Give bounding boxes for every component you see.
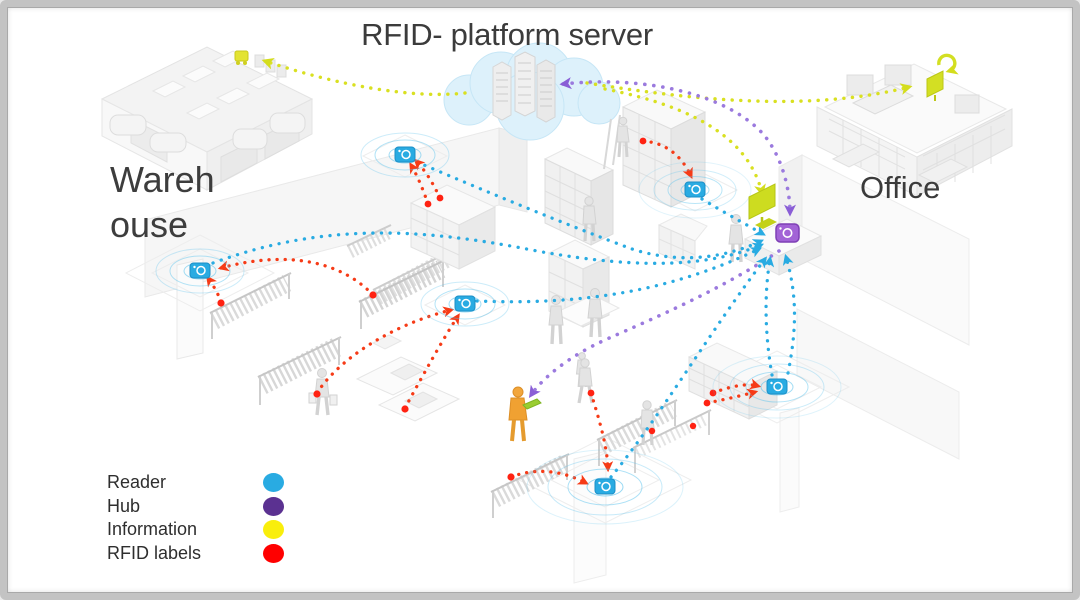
- forklift-icon: [234, 50, 249, 65]
- person-checkout-1: [548, 295, 564, 345]
- legend-item-hub: Hub: [107, 495, 307, 519]
- floor-grid: [124, 134, 851, 524]
- legend-label: Reader: [107, 472, 167, 493]
- flow-label-to-reader2b: [403, 313, 460, 410]
- flow-label-to-reader5b: [589, 391, 614, 473]
- flow-reader2-to-hub: [475, 247, 762, 304]
- office-label: Office: [860, 170, 941, 205]
- flow-server-to-warehouse: [261, 57, 467, 97]
- column-right: [779, 407, 800, 513]
- warehouse-label-line2: ouse: [110, 204, 189, 245]
- warehouse-skylights: [151, 50, 281, 120]
- rfid-labels-color-dot: [263, 543, 284, 563]
- legend-label: Information: [107, 519, 198, 540]
- flow-reader6-to-hub: [763, 255, 775, 377]
- flow-reader4-to-hub: [700, 197, 766, 236]
- reader-icon-4: [684, 181, 706, 198]
- warehouse-label-line1: Wareh: [110, 159, 215, 200]
- tablet-icon: [522, 398, 542, 410]
- hanging-rail-rack: [632, 409, 712, 473]
- shelf-unit: [657, 213, 708, 270]
- reader-color-dot: [263, 473, 284, 493]
- office-benches: [831, 143, 969, 184]
- person-walking: [577, 358, 594, 404]
- legend: Reader Hub Information RFID labels: [107, 471, 307, 565]
- building-warehouse: [100, 46, 314, 191]
- legend-item-rfid-labels: RFID labels: [107, 542, 307, 566]
- shelf-unit: [409, 184, 497, 270]
- hub-color-dot: [263, 496, 284, 516]
- reader-icon-5: [594, 478, 616, 495]
- clothing-rack: [209, 272, 292, 339]
- cloud-server: [443, 42, 621, 141]
- column-left: [176, 258, 204, 360]
- flow-hub-to-server: [559, 77, 796, 217]
- isometric-scene: [100, 42, 1013, 584]
- hub-icon: [775, 223, 800, 243]
- server-icon: [492, 51, 556, 123]
- flow-label-to-reader3b: [413, 158, 442, 200]
- legend-label: Hub: [107, 495, 141, 516]
- sync-arrow-icon: [937, 53, 959, 75]
- checkout-counter: [553, 294, 621, 327]
- legend-item-information: Information: [107, 518, 307, 542]
- clothing-rack: [257, 336, 342, 405]
- monitor-stand: [755, 218, 777, 229]
- display-tables: [355, 334, 461, 422]
- flows: [206, 57, 913, 485]
- flow-reader6b-to-hub: [782, 253, 797, 375]
- flow-label-to-reader5a: [509, 469, 589, 485]
- person-worker-with-tablet: [508, 386, 542, 442]
- rfid-label-dots: [217, 137, 717, 481]
- reader-icon-2: [454, 295, 476, 312]
- flow-hub-to-handheld: [528, 249, 781, 398]
- flow-label-to-reader3a: [409, 162, 430, 206]
- hub-station: [748, 183, 800, 243]
- monitor-icon: [748, 183, 776, 220]
- warehouse-label: Wareh ouse: [110, 157, 215, 247]
- clothing-rack-small: [346, 224, 392, 258]
- office-cubicles: [846, 64, 980, 115]
- shoe-cubby-shelf: [687, 342, 779, 420]
- flow-server-to-office: [585, 81, 913, 104]
- tall-warehouse-shelf: [543, 147, 615, 246]
- office-computer-highlight: [926, 53, 959, 101]
- flow-label-to-reader4: [641, 139, 693, 179]
- flow-reader5-to-hub: [609, 256, 768, 479]
- flow-label-to-reader2a: [315, 306, 455, 395]
- reader-icon-3: [394, 146, 416, 163]
- reader-ripples: [155, 132, 842, 525]
- diagram-title: RFID- platform server: [361, 17, 653, 52]
- flow-label-to-reader1a: [206, 275, 223, 304]
- legend-label: RFID labels: [107, 542, 202, 563]
- reader-icon-1: [189, 262, 211, 279]
- information-color-dot: [263, 520, 284, 540]
- reader-icons: [189, 146, 788, 495]
- legend-item-reader: Reader: [107, 471, 307, 495]
- building-office: [816, 53, 1013, 197]
- reader-icon-6: [766, 378, 788, 395]
- lower-right-wall: [796, 308, 960, 460]
- flow-label-to-reader1b: [217, 257, 375, 297]
- clothing-rack: [596, 399, 678, 466]
- delivery-vans: [109, 112, 306, 153]
- readers: [155, 132, 842, 525]
